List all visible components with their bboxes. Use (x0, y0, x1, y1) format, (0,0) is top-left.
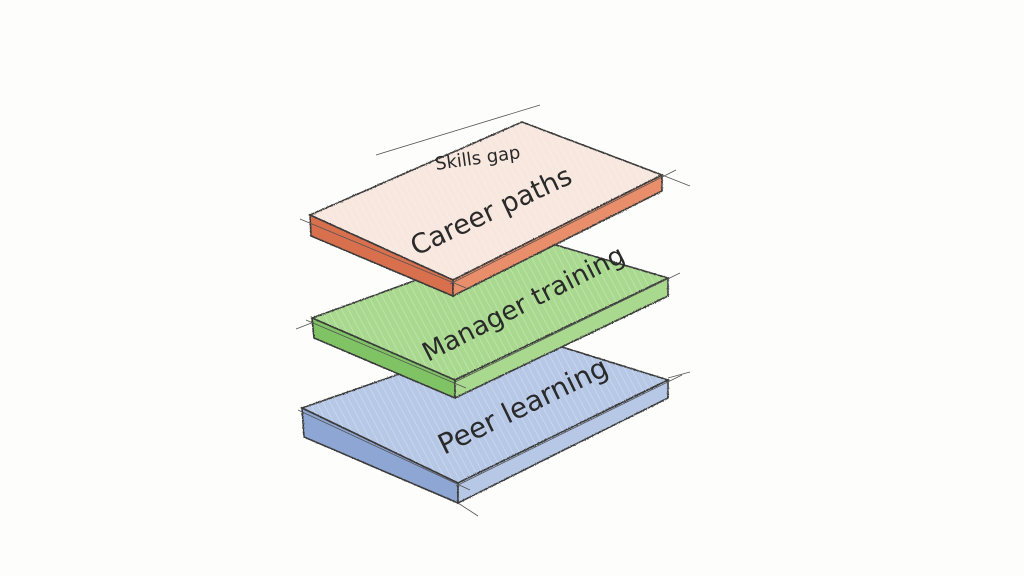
layer-career-paths: Skills gap Career paths (299, 104, 691, 298)
layer-middle-front-face (454, 276, 669, 400)
layer-manager-training: Manager training (295, 237, 681, 400)
layer-top-front-face (452, 173, 663, 298)
layer-bottom-front-face (457, 378, 669, 505)
